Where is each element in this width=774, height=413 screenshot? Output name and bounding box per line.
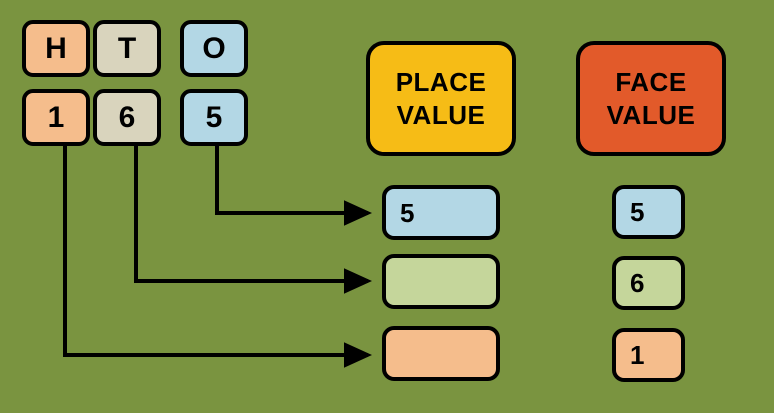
face-value-banner[interactable]: FACE VALUE [576,41,726,156]
place-value-cell-tens[interactable] [382,254,500,309]
face-value-cell-ones-value: 5 [630,197,645,227]
connector-hundreds [63,146,372,368]
place-value-cell-ones-value: 5 [400,197,415,228]
face-value-cell-hundreds[interactable]: 1 [612,328,685,382]
header-tile-ones[interactable]: O [180,20,248,77]
digit-tile-hundreds[interactable]: 1 [22,89,90,146]
face-value-cell-tens[interactable]: 6 [612,256,685,310]
face-value-banner-line2: VALUE [606,100,696,130]
place-value-cell-ones[interactable]: 5 [382,185,500,240]
place-value-banner-line1: PLACE [395,67,487,97]
digit-tile-tens[interactable]: 6 [93,89,161,146]
face-value-cell-hundreds-value: 1 [630,340,645,370]
place-value-banner[interactable]: PLACE VALUE [366,41,516,156]
face-value-banner-line1: FACE [615,67,687,97]
digit-tile-tens-label: 6 [118,100,136,134]
connector-ones [215,146,372,226]
digit-tile-ones-label: 5 [205,100,223,134]
digit-tile-ones[interactable]: 5 [180,89,248,146]
place-value-cell-hundreds[interactable] [382,326,500,381]
face-value-cell-ones[interactable]: 5 [612,185,685,239]
header-tile-tens[interactable]: T [93,20,161,77]
header-tile-hundreds-label: H [45,31,67,65]
header-tile-ones-label: O [202,31,226,65]
header-tile-hundreds[interactable]: H [22,20,90,77]
digit-tile-hundreds-label: 1 [47,100,65,134]
place-value-banner-line2: VALUE [396,100,486,130]
connector-tens [134,146,372,294]
header-tile-tens-label: T [117,31,137,65]
face-value-cell-tens-value: 6 [630,268,645,298]
